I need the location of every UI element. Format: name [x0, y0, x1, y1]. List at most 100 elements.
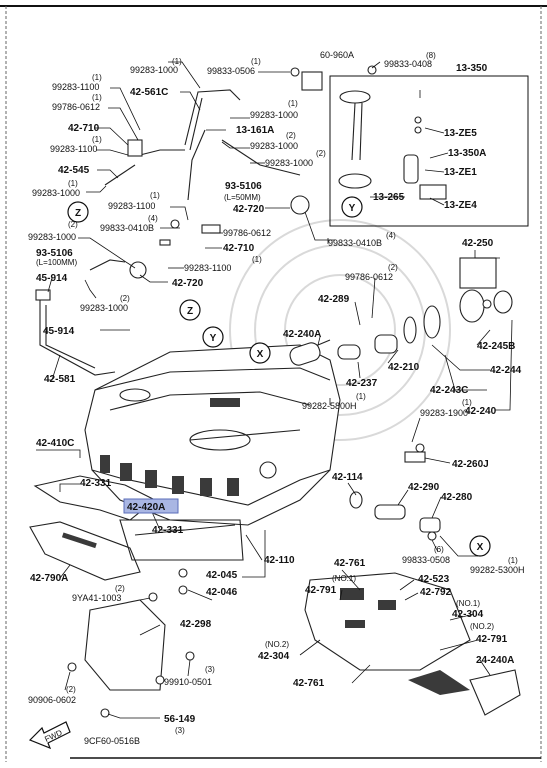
label-99910-0501[interactable]: 99910-0501	[164, 677, 212, 687]
label-99786-0612[interactable]: 99786-0612	[223, 228, 271, 238]
label-13-350a[interactable]: 13-350A	[448, 148, 486, 159]
qty: (1)	[251, 57, 261, 66]
label-42-561c[interactable]: 42-561C	[130, 87, 168, 98]
label-42-720[interactable]: 42-720	[172, 278, 204, 289]
label-99833-0410b[interactable]: 99833-0410B	[328, 238, 382, 248]
label-42-331[interactable]: 42-331	[152, 525, 184, 536]
label-42-410c[interactable]: 42-410C	[36, 438, 74, 449]
label-99786-0612[interactable]: 99786-0612	[52, 102, 100, 112]
qty: (4)	[148, 214, 158, 223]
label-45-914[interactable]: 45-914	[43, 326, 75, 337]
label-90906-0602[interactable]: 90906-0602	[28, 695, 76, 705]
label-42-243c[interactable]: 42-243C	[430, 385, 468, 396]
qty: (3)	[205, 665, 215, 674]
label-42-761[interactable]: 42-761	[293, 678, 325, 689]
label-24-240a[interactable]: 24-240A	[476, 655, 514, 666]
label-42-045[interactable]: 42-045	[206, 570, 238, 581]
qty: (1)	[172, 57, 182, 66]
label-99283-1100[interactable]: 99283-1100	[184, 263, 231, 273]
label-42-710[interactable]: 42-710	[68, 123, 100, 134]
label-99282-5300h[interactable]: 99282-5300H	[470, 565, 525, 575]
highlight-box	[123, 498, 179, 514]
label-42-240a[interactable]: 42-240A	[283, 329, 321, 340]
label-99833-0410b[interactable]: 99833-0410B	[100, 223, 154, 233]
qty: (3)	[175, 726, 185, 735]
vent-lines[interactable]	[35, 89, 310, 376]
label-42-210[interactable]: 42-210	[388, 362, 420, 373]
label-99283-1000[interactable]: 99283-1000	[250, 110, 298, 120]
label-42-289[interactable]: 42-289	[318, 294, 350, 305]
callout-z-left: Z	[75, 208, 81, 219]
qty: (NO.1)	[332, 574, 356, 583]
label-99833-0506[interactable]: 99833-0506	[207, 66, 255, 76]
label-42-245b[interactable]: 42-245B	[477, 341, 515, 352]
label-42-250[interactable]: 42-250	[462, 238, 494, 249]
qty: (2)	[66, 685, 76, 694]
label-42-710[interactable]: 42-710	[223, 243, 255, 254]
label-13-350[interactable]: 13-350	[456, 63, 488, 74]
label-9cf60-0516b[interactable]: 9CF60-0516B	[84, 736, 140, 746]
label-42-420a[interactable]: 42-420A	[127, 502, 165, 513]
label-42-237[interactable]: 42-237	[346, 378, 378, 389]
label-13-ze4[interactable]: 13-ZE4	[444, 200, 477, 211]
qty: (2)	[286, 131, 296, 140]
label-93-5106[interactable]: 93-5106	[36, 248, 73, 259]
label-13-ze1[interactable]: 13-ZE1	[444, 167, 477, 178]
fuel-tank-body[interactable]	[84, 344, 341, 526]
label-99283-1100[interactable]: 99283-1100	[108, 201, 155, 211]
label-42-240[interactable]: 42-240	[465, 406, 497, 417]
label-99282-5800h[interactable]: 99282-5800H	[302, 401, 357, 411]
label-99283-1000[interactable]: 99283-1000	[250, 141, 298, 151]
label-99283-1100[interactable]: 99283-1100	[52, 82, 99, 92]
label-42-720[interactable]: 42-720	[233, 204, 265, 215]
label-42-260j[interactable]: 42-260J	[452, 459, 489, 470]
label-42-545[interactable]: 42-545	[58, 165, 90, 176]
label-42-791[interactable]: 42-791	[305, 585, 337, 596]
label-56-149[interactable]: 56-149	[164, 714, 196, 725]
label-99283-1000[interactable]: 99283-1000	[32, 188, 80, 198]
label-42-581[interactable]: 42-581	[44, 374, 76, 385]
label-9ya41-1003[interactable]: 9YA41-1003	[72, 593, 121, 603]
qty: (1)	[92, 135, 102, 144]
label-99786-0612[interactable]: 99786-0612	[345, 272, 393, 282]
label-60-960a[interactable]: 60-960A	[320, 50, 354, 60]
fasteners[interactable]	[67, 65, 441, 718]
label-42-110[interactable]: 42-110	[264, 555, 295, 566]
label-42-298[interactable]: 42-298	[180, 619, 212, 630]
qty: (1)	[462, 398, 472, 407]
label-99283-1000[interactable]: 99283-1000	[80, 303, 128, 313]
qty: (1)	[508, 556, 518, 565]
label-13-265[interactable]: 13-265	[373, 192, 405, 203]
label-42-790a[interactable]: 42-790A	[30, 573, 68, 584]
label-45-914[interactable]: 45-914	[36, 273, 68, 284]
qty: (8)	[426, 51, 436, 60]
label-13-ze5[interactable]: 13-ZE5	[444, 128, 477, 139]
label-42-304[interactable]: 42-304	[452, 609, 484, 620]
label-99283-1000[interactable]: 99283-1000	[28, 232, 76, 242]
filler-neck-parts[interactable]	[288, 257, 513, 367]
label-93-5106-length: (L=50MM)	[224, 193, 261, 202]
sender-unit[interactable]	[338, 90, 447, 200]
label-42-791[interactable]: 42-791	[476, 634, 508, 645]
label-42-792[interactable]: 42-792	[420, 587, 452, 598]
heat-shields[interactable]	[29, 475, 521, 716]
label-42-114[interactable]: 42-114	[332, 472, 363, 483]
label-99283-1000[interactable]: 99283-1000	[130, 65, 178, 75]
label-13-161a[interactable]: 13-161A	[236, 125, 274, 136]
callout-y-tank: Y	[210, 333, 217, 344]
label-42-331[interactable]: 42-331	[80, 478, 112, 489]
label-42-761[interactable]: 42-761	[334, 558, 366, 569]
label-42-244[interactable]: 42-244	[490, 365, 522, 376]
label-99283-1000[interactable]: 99283-1000	[265, 158, 313, 168]
label-99283-1100[interactable]: 99283-1100	[50, 144, 97, 154]
label-99283-1900[interactable]: 99283-1900	[420, 408, 468, 418]
label-42-280[interactable]: 42-280	[441, 492, 473, 503]
label-42-304[interactable]: 42-304	[258, 651, 290, 662]
label-93-5106[interactable]: 93-5106	[225, 181, 262, 192]
label-99833-0408[interactable]: 99833-0408	[384, 59, 432, 69]
label-42-523[interactable]: 42-523	[418, 574, 450, 585]
label-99833-0508[interactable]: 99833-0508	[402, 555, 450, 565]
label-42-046[interactable]: 42-046	[206, 587, 238, 598]
label-42-290[interactable]: 42-290	[408, 482, 440, 493]
